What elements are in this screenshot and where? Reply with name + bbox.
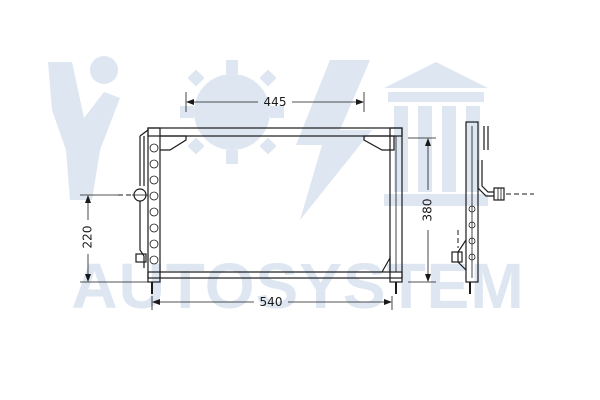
dimension-inlet-height: 220	[80, 194, 148, 283]
side-outlet-fitting-icon	[451, 251, 463, 263]
dimension-height: 380	[408, 137, 436, 283]
watermark: AUTOSYSTEM	[48, 56, 524, 322]
bottom-right-gusset	[381, 255, 391, 273]
side-inlet-pipe	[477, 160, 494, 197]
side-top-pipe	[483, 126, 489, 150]
dimension-label-bottom-width: 540	[260, 295, 283, 309]
outlet-fitting-icon	[135, 253, 147, 263]
watermark-gear-icon	[180, 60, 284, 164]
left-coil-loops	[149, 143, 159, 265]
watermark-temple-icon	[384, 62, 488, 206]
left-tank	[147, 127, 161, 283]
condenser-side-view	[451, 121, 534, 294]
right-top-bracket	[363, 135, 395, 151]
side-outlet-pipe	[457, 239, 467, 271]
side-inlet-connector-icon	[493, 187, 505, 201]
dimension-label-top-width: 445	[264, 95, 287, 109]
dimension-bottom-width: 540	[151, 295, 393, 310]
watermark-lightning-icon	[296, 60, 372, 220]
watermark-figure-head	[90, 56, 118, 84]
dimension-label-height: 380	[421, 199, 435, 222]
side-view-core	[465, 121, 479, 283]
watermark-text: AUTOSYSTEM	[71, 250, 524, 322]
watermark-figure-shape	[48, 62, 120, 200]
left-top-bracket	[160, 135, 187, 151]
dimension-top-width: 445	[185, 92, 365, 112]
condenser-front-view	[118, 127, 403, 294]
dimension-label-inlet-height: 220	[81, 226, 95, 249]
